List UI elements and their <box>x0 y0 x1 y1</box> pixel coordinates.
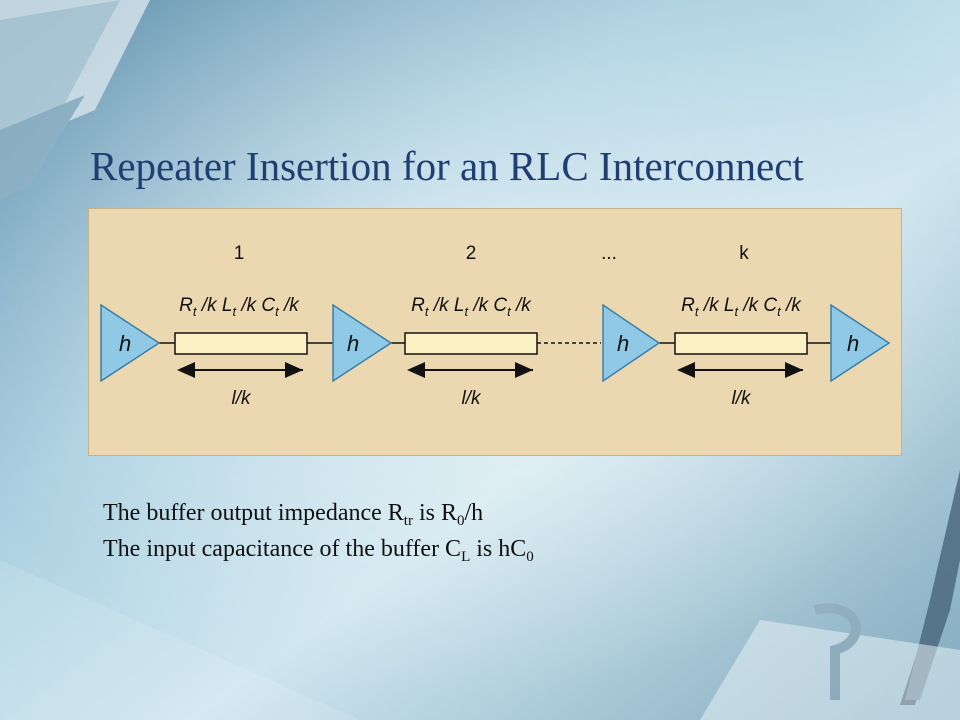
segment-number-2: 2 <box>466 243 477 264</box>
book-decoration <box>0 0 150 200</box>
repeater-diagram-svg: 1 2 ... k Rt /k Lt /k Ct /k Rt /k Lt /k … <box>100 243 891 409</box>
buffer-k-label: h <box>617 331 629 356</box>
segment-number-ellipsis: ... <box>601 243 617 264</box>
note-output-impedance: The buffer output impedance Rtr is R0/h <box>103 500 484 529</box>
buffer-k: h <box>602 303 661 383</box>
buffer-1: h <box>100 303 161 383</box>
length-label-2: l/k <box>462 388 483 409</box>
wire-segment-2 <box>404 332 538 355</box>
segment-number-1: 1 <box>234 243 245 264</box>
segment-rlc-label-1: Rt /k Lt /k Ct /k <box>179 295 300 319</box>
buffer-2-label: h <box>347 331 359 356</box>
letter-decoration <box>700 603 960 720</box>
segment-rlc-label-2: Rt /k Lt /k Ct /k <box>411 295 532 319</box>
buffer-2: h <box>332 303 393 383</box>
note-input-capacitance: The input capacitance of the buffer CL i… <box>103 536 534 565</box>
notes: The buffer output impedance Rtr is R0/h … <box>103 495 534 567</box>
wire-segment-1 <box>174 332 308 355</box>
buffer-1-label: h <box>119 331 131 356</box>
buffer-output-label: h <box>847 331 859 356</box>
length-label-k: l/k <box>732 388 753 409</box>
slide-title: Repeater Insertion for an RLC Interconne… <box>90 143 804 189</box>
segment-rlc-label-k: Rt /k Lt /k Ct /k <box>681 295 802 319</box>
buffer-output: h <box>830 303 891 383</box>
segment-number-k: k <box>739 243 749 264</box>
length-label-1: l/k <box>232 388 253 409</box>
repeater-diagram: 1 2 ... k Rt /k Lt /k Ct /k Rt /k Lt /k … <box>88 208 902 456</box>
wire-segment-k <box>674 332 808 355</box>
